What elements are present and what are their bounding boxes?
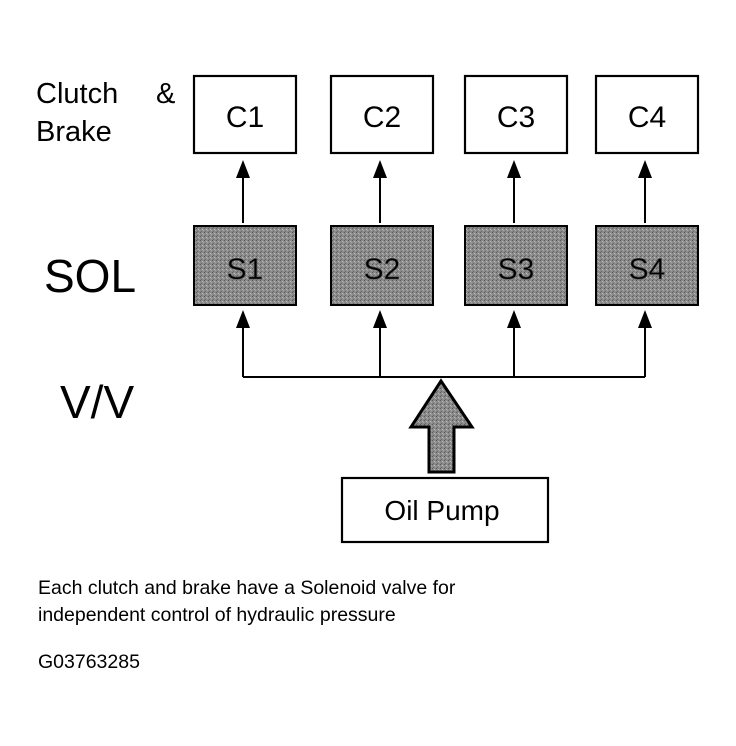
figure-id: G03763285 bbox=[38, 651, 140, 673]
ampersand-label: & bbox=[156, 78, 175, 110]
arrowhead bbox=[236, 310, 250, 328]
vv-label: V/V bbox=[60, 376, 134, 428]
arrowhead bbox=[236, 160, 250, 178]
clutch-box-label: C2 bbox=[363, 101, 401, 134]
clutch-label: Clutch bbox=[36, 78, 118, 110]
sol-label: SOL bbox=[44, 250, 136, 302]
arrowhead bbox=[638, 160, 652, 178]
solenoid-box-s4: S4 bbox=[595, 225, 699, 306]
arrow-s2-to-c2 bbox=[373, 160, 387, 223]
brake-label: Brake bbox=[36, 116, 112, 148]
clutch-box-label: C4 bbox=[628, 101, 666, 134]
arrow-s4-to-c4 bbox=[638, 160, 652, 223]
solenoid-box-label: S3 bbox=[498, 253, 535, 286]
arrowhead bbox=[507, 160, 521, 178]
oil-pump-label: Oil Pump bbox=[384, 495, 499, 526]
solenoid-box-label: S4 bbox=[629, 253, 666, 286]
clutch-box-c3: C3 bbox=[463, 74, 569, 155]
clutch-box-label: C3 bbox=[497, 101, 535, 134]
arrowhead bbox=[373, 310, 387, 328]
arrowhead bbox=[638, 310, 652, 328]
arrow-s3-to-c3 bbox=[507, 160, 521, 223]
arrow-s1-to-c1 bbox=[236, 160, 250, 223]
solenoid-box-label: S2 bbox=[364, 253, 401, 286]
arrowhead bbox=[373, 160, 387, 178]
pump-pressure-arrow bbox=[408, 378, 475, 474]
diagram-caption: Each clutch and brake have a Solenoid va… bbox=[38, 575, 638, 629]
manifold-lines bbox=[236, 310, 652, 378]
clutch-box-c2: C2 bbox=[329, 74, 435, 155]
clutch-box-label: C1 bbox=[226, 101, 264, 134]
clutch-box-c1: C1 bbox=[192, 74, 298, 155]
caption-line-1: Each clutch and brake have a Solenoid va… bbox=[38, 577, 456, 599]
arrowhead bbox=[507, 310, 521, 328]
solenoid-box-s2: S2 bbox=[330, 225, 434, 306]
clutch-box-c4: C4 bbox=[594, 74, 700, 155]
oil-pump-box: Oil Pump bbox=[340, 476, 550, 544]
solenoid-box-s1: S1 bbox=[193, 225, 297, 306]
solenoid-box-s3: S3 bbox=[464, 225, 568, 306]
solenoid-box-label: S1 bbox=[227, 253, 264, 286]
caption-line-2: independent control of hydraulic pressur… bbox=[38, 604, 396, 626]
